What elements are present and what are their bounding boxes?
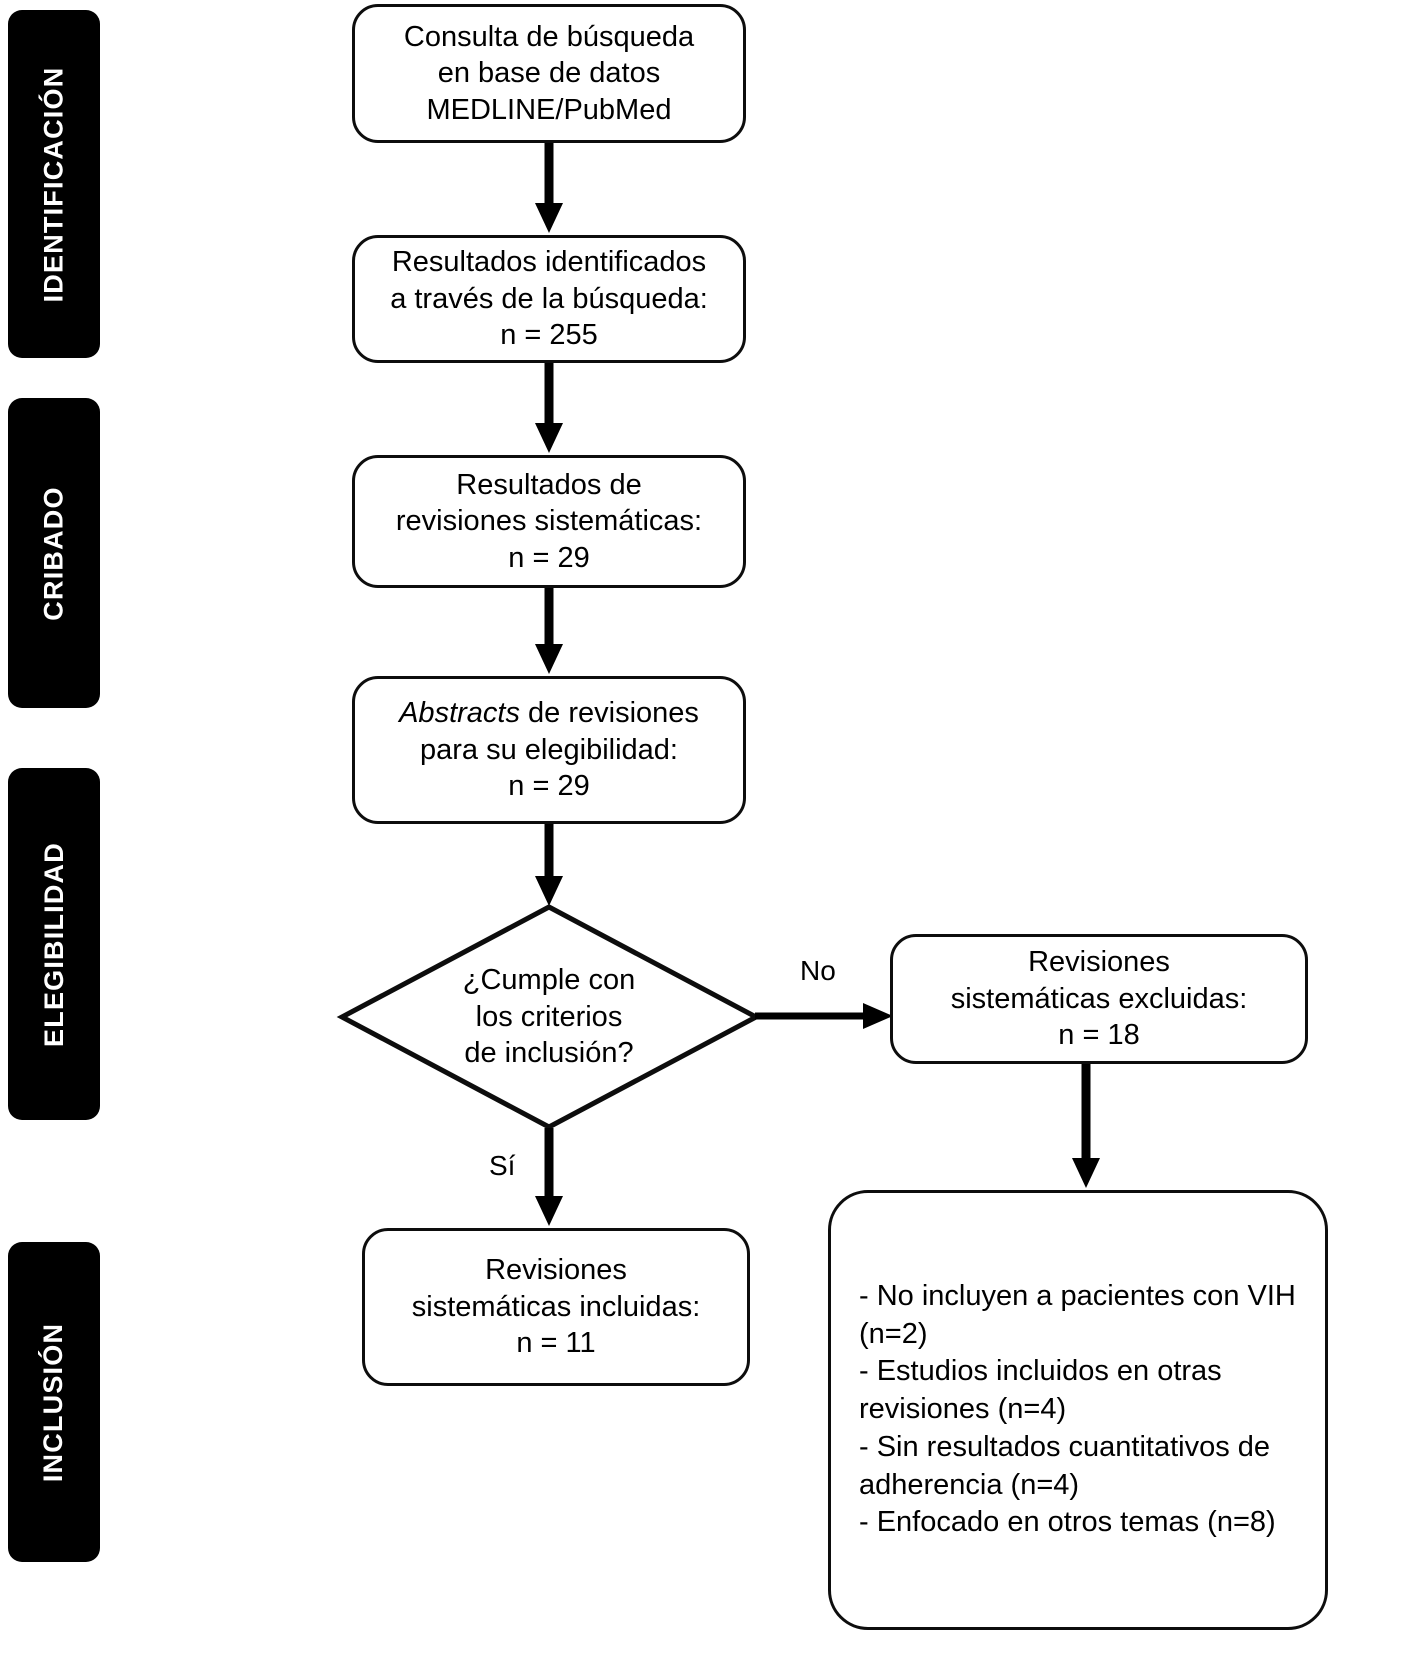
exclusion-reasons-list: - No incluyen a pacientes con VIH (n=2) …: [831, 1278, 1325, 1542]
edge-label-si: Sí: [489, 1150, 516, 1181]
list-item: - Enfocado en otros temas (n=8): [859, 1506, 1276, 1539]
node-line: Revisiones: [485, 1254, 627, 1287]
node-abstracts-eligibility: Abstracts de revisiones para su elegibil…: [352, 676, 746, 824]
node-line: MEDLINE/PubMed: [426, 93, 672, 126]
stage-bar-elegibilidad: ELEGIBILIDAD: [8, 768, 100, 1120]
connector-identified-to-sysrev: [531, 363, 567, 455]
stage-label-inclusion: INCLUSIÓN: [38, 1322, 69, 1482]
node-systematic-review-results: Resultados de revisiones sistemáticas: n…: [352, 455, 746, 588]
connector-decision-no-to-excluded: [755, 998, 895, 1034]
list-item: - Sin resultados cuantitativos de adhere…: [859, 1430, 1271, 1501]
stage-label-elegibilidad: ELEGIBILIDAD: [38, 841, 69, 1047]
node-line: n = 255: [500, 319, 598, 352]
node-line: Consulta de búsqueda: [403, 20, 695, 53]
node-included-reviews-text: Revisiones sistemáticas incluidas: n = 1…: [400, 1252, 713, 1362]
node-line: revisiones sistemáticas:: [395, 505, 703, 538]
node-line-rest: de revisiones: [519, 697, 699, 730]
node-line: en base de datos: [437, 57, 661, 90]
node-excluded-reviews-text: Revisiones sistemáticas excluidas: n = 1…: [939, 944, 1260, 1054]
node-line: para su elegibilidad:: [420, 733, 678, 766]
node-line: n = 29: [508, 541, 590, 574]
node-search-query-text: Consulta de búsqueda en base de datos ME…: [392, 19, 706, 129]
node-line: sistemáticas excluidas:: [950, 982, 1248, 1015]
connector-query-to-identified: [531, 143, 567, 235]
node-systematic-review-results-text: Resultados de revisiones sistemáticas: n…: [384, 467, 714, 577]
node-line: Resultados identificados: [391, 246, 707, 279]
stage-bar-inclusion: INCLUSIÓN: [8, 1242, 100, 1562]
stage-label-cribado: CRIBADO: [38, 485, 69, 621]
node-line: Revisiones: [1028, 946, 1170, 979]
node-included-reviews: Revisiones sistemáticas incluidas: n = 1…: [362, 1228, 750, 1386]
stage-bar-identificacion: IDENTIFICACIÓN: [8, 10, 100, 358]
stage-bar-cribado: CRIBADO: [8, 398, 100, 708]
abstracts-italic-word: Abstracts: [399, 697, 520, 730]
connector-sysrev-to-abstracts: [531, 588, 567, 676]
node-line: a través de la búsqueda:: [390, 282, 708, 315]
node-excluded-reviews: Revisiones sistemáticas excluidas: n = 1…: [890, 934, 1308, 1064]
connector-decision-si-to-included: [531, 1128, 567, 1228]
node-identified-results: Resultados identificados a través de la …: [352, 235, 746, 363]
node-line: n = 18: [1058, 1019, 1140, 1052]
node-line: n = 11: [516, 1327, 596, 1360]
edge-label-no: No: [800, 955, 836, 986]
list-item: - Estudios incluidos en otras revisiones…: [859, 1355, 1222, 1426]
node-line: n = 29: [508, 770, 590, 803]
list-item: - No incluyen a pacientes con VIH (n=2): [859, 1280, 1296, 1350]
node-exclusion-reasons: - No incluyen a pacientes con VIH (n=2) …: [828, 1190, 1328, 1630]
node-line: Abstracts de revisiones: [399, 695, 699, 732]
node-line: sistemáticas incluidas:: [411, 1290, 701, 1323]
decision-diamond: ¿Cumple con los criterios de inclusión?: [336, 903, 762, 1131]
connector-abstracts-to-decision: [531, 824, 567, 908]
node-search-query: Consulta de búsqueda en base de datos ME…: [352, 4, 746, 143]
node-line: Resultados de: [456, 468, 642, 501]
node-abstracts-eligibility-text: Abstracts de revisiones para su elegibil…: [387, 695, 711, 805]
connector-excluded-to-reasons: [1068, 1064, 1104, 1190]
node-identified-results-text: Resultados identificados a través de la …: [378, 244, 720, 354]
stage-label-identificacion: IDENTIFICACIÓN: [38, 66, 69, 302]
